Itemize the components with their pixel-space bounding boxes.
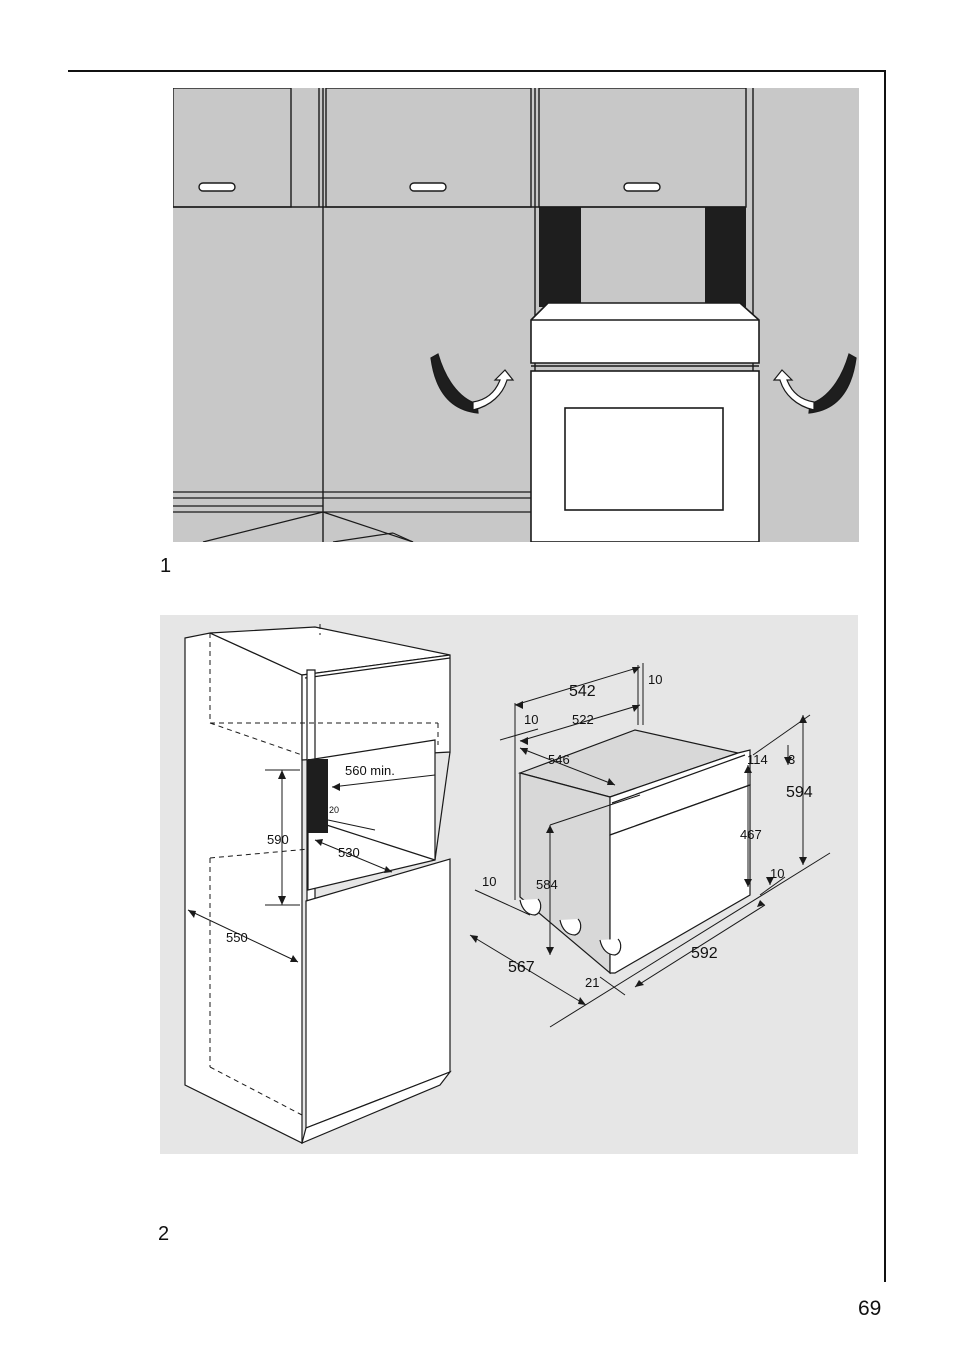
- dim-20: 20: [329, 805, 339, 815]
- dim-21: 21: [585, 975, 599, 990]
- oven-door-window: [564, 407, 724, 511]
- dim-567: 567: [508, 959, 535, 976]
- niche-ventilation-gap: [308, 759, 328, 833]
- oven-top-frame: [530, 302, 760, 364]
- cabinet-handle-1: [198, 182, 236, 192]
- figure-2-dimension-drawing: 560 min. 20 590 530 550: [160, 615, 858, 1154]
- figure-2-svg: 560 min. 20 590 530 550: [160, 615, 858, 1154]
- dim-10-left: 10: [524, 712, 538, 727]
- oven-feet: [519, 898, 622, 956]
- dim-542: 542: [569, 683, 596, 700]
- figure-1-number: 1: [160, 555, 172, 577]
- dim-560-min: 560 min.: [345, 763, 395, 778]
- page-number: 69: [858, 1297, 882, 1320]
- dim-592: 592: [691, 945, 718, 962]
- dim-530: 530: [338, 845, 360, 860]
- niche-right-side: [705, 207, 746, 307]
- right-rule: [884, 70, 886, 1282]
- dim-3: 3: [788, 752, 795, 767]
- dim-550: 550: [226, 930, 248, 945]
- dim-10-bottom-left: 10: [482, 874, 496, 889]
- dim-522: 522: [572, 712, 594, 727]
- dim-10-bottom-right: 10: [770, 866, 784, 881]
- niche-left-side: [539, 207, 581, 307]
- dim-546: 546: [548, 752, 570, 767]
- right-rotation-arrow: [772, 353, 857, 414]
- cabinet-handle-3: [623, 182, 661, 192]
- cabinet-handle-2: [409, 182, 447, 192]
- dim-467: 467: [740, 827, 762, 842]
- figure-1-illustration: [173, 88, 859, 542]
- dim-594: 594: [786, 784, 813, 801]
- dim-114: 114: [747, 752, 768, 767]
- dim-584: 584: [536, 877, 558, 892]
- figure-1-svg: [173, 88, 859, 542]
- figure-2-number: 2: [158, 1223, 170, 1245]
- top-rule: [68, 70, 886, 72]
- dim-590: 590: [267, 832, 289, 847]
- oven-dimension-body: [518, 729, 751, 975]
- tall-cabinet: [184, 626, 452, 1145]
- dim-10-top: 10: [648, 672, 662, 687]
- left-dimension-lines: [187, 769, 436, 963]
- left-rotation-arrow: [430, 353, 515, 414]
